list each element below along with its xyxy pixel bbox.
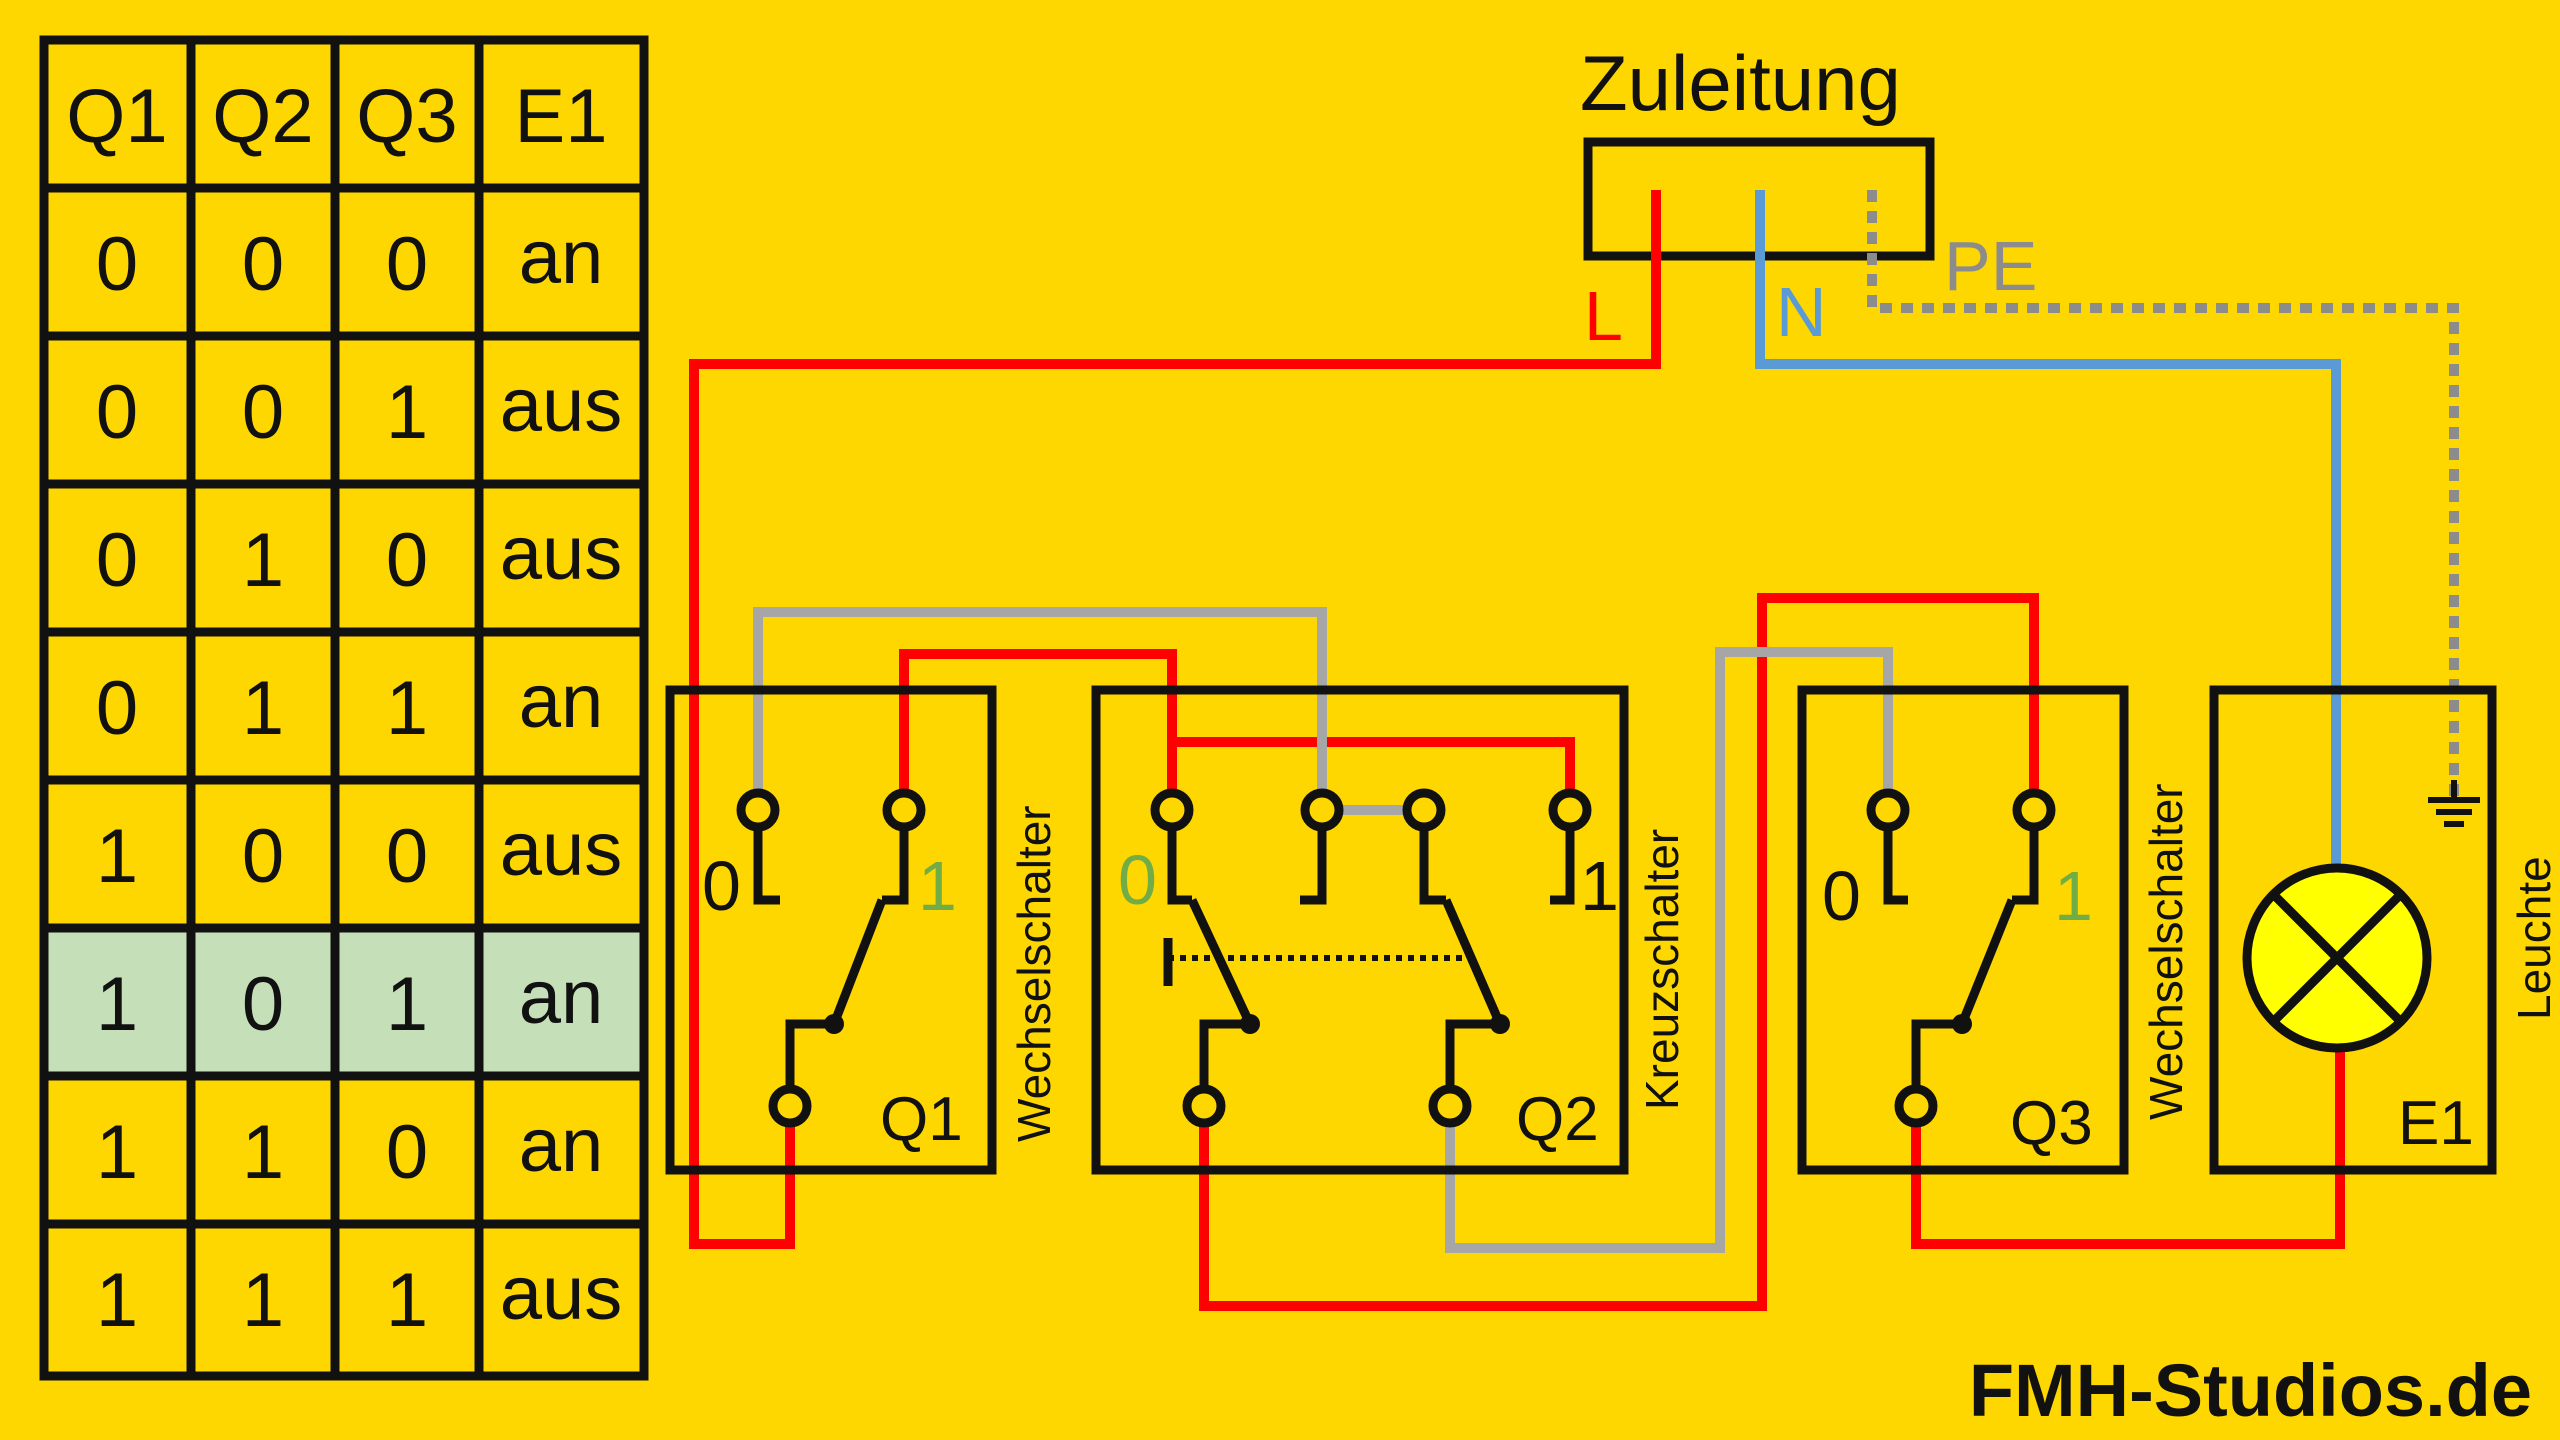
table-cell: 0	[242, 962, 284, 1047]
table-header: Q3	[356, 74, 457, 159]
switch-q1-id: Q1	[880, 1085, 963, 1154]
table-header: E1	[515, 74, 608, 159]
switch-q1-type: Wechselschalter	[1008, 805, 1060, 1142]
wire-phase-traveller-b	[1199, 593, 2039, 1311]
table-cell: 1	[242, 518, 284, 603]
table-cell: 0	[96, 518, 138, 603]
wire-phase-supply	[689, 190, 1661, 1249]
table-cell: an	[519, 659, 604, 744]
truth-table: Q1 Q2 Q3 E1 0 0 0 an 0 0 1 aus 0 1 0 aus…	[39, 35, 649, 1381]
table-cell: 1	[96, 962, 138, 1047]
table-cell: aus	[500, 1251, 623, 1336]
table-cell: an	[519, 955, 604, 1040]
switch-q1-pos1: 1	[918, 847, 957, 925]
switch-q1-pos0: 0	[702, 847, 741, 925]
table-grid	[39, 35, 649, 1381]
label-pe: PE	[1944, 227, 2037, 305]
table-cell: 0	[242, 814, 284, 899]
switch-q3-type: Wechselschalter	[2140, 783, 2192, 1120]
wires	[689, 190, 2459, 1311]
lamp-e1-type: Leuchte	[2508, 856, 2560, 1020]
label-l: L	[1584, 277, 1623, 355]
table-cell: an	[519, 1103, 604, 1188]
wire-phase-lamp	[1911, 1010, 2345, 1249]
switch-q2-pos0: 0	[1118, 841, 1157, 919]
table-cell: 1	[96, 814, 138, 899]
table-body: 0 0 0 an 0 0 1 aus 0 1 0 aus 0 1 1 an 1 …	[96, 215, 622, 1343]
highlight-row	[44, 928, 644, 1074]
switch-q2-id: Q2	[1516, 1085, 1599, 1154]
table-cell: 1	[242, 1258, 284, 1343]
table-cell: aus	[500, 511, 623, 596]
table-cell: an	[519, 215, 604, 300]
brand-watermark: FMH-Studios.de	[1969, 1349, 2532, 1432]
supply-title: Zuleitung	[1580, 39, 1901, 127]
table-header: Q2	[212, 74, 313, 159]
table-cell: 0	[96, 666, 138, 751]
supply-box: Zuleitung	[1580, 39, 1935, 261]
table-cell: 1	[386, 1258, 428, 1343]
switch-q3-pos1: 1	[2054, 857, 2093, 935]
switch-q3: 0 1 Q3 Wechselschalter	[1797, 685, 2192, 1175]
table-cell: 0	[96, 370, 138, 455]
wire-neutral	[1755, 190, 2341, 866]
table-cell: 1	[242, 666, 284, 751]
switch-q3-pos0: 0	[1822, 857, 1861, 935]
lamp-e1-id: E1	[2398, 1089, 2474, 1158]
switch-q2-pos1: 1	[1580, 847, 1619, 925]
wire-phase-traveller-a	[899, 649, 1177, 810]
table-cell: 1	[242, 1110, 284, 1195]
wire-pe	[1867, 190, 2459, 800]
table-cell: 1	[386, 666, 428, 751]
table-cell: 0	[242, 222, 284, 307]
table-cell: aus	[500, 807, 623, 892]
table-cell: 1	[96, 1258, 138, 1343]
table-header: Q1	[66, 74, 167, 159]
table-cell: 1	[386, 962, 428, 1047]
lamp-e1: E1 Leuchte	[2209, 685, 2560, 1175]
table-cell: 0	[386, 1110, 428, 1195]
switch-q1: 0 1 Q1 Wechselschalter	[665, 685, 1060, 1175]
wire-traveller-grey-a	[753, 607, 1327, 810]
ground-icon	[2428, 780, 2480, 827]
switch-q2-type: Kreuzschalter	[1636, 829, 1688, 1110]
table-cell: aus	[500, 363, 623, 448]
table-cell: 0	[386, 814, 428, 899]
table-cell: 1	[96, 1110, 138, 1195]
switch-q3-id: Q3	[2010, 1089, 2093, 1158]
wire-cross-red	[1172, 737, 1575, 810]
table-cell: 0	[96, 222, 138, 307]
label-n: N	[1776, 273, 1827, 351]
table-cell: 1	[386, 370, 428, 455]
wire-traveller-grey-b	[1445, 647, 1893, 1253]
table-cell: 0	[386, 222, 428, 307]
table-cell: 0	[386, 518, 428, 603]
table-cell: 0	[242, 370, 284, 455]
switch-q2: 0 1 Q2 Kreuzschalter	[1091, 685, 1688, 1175]
